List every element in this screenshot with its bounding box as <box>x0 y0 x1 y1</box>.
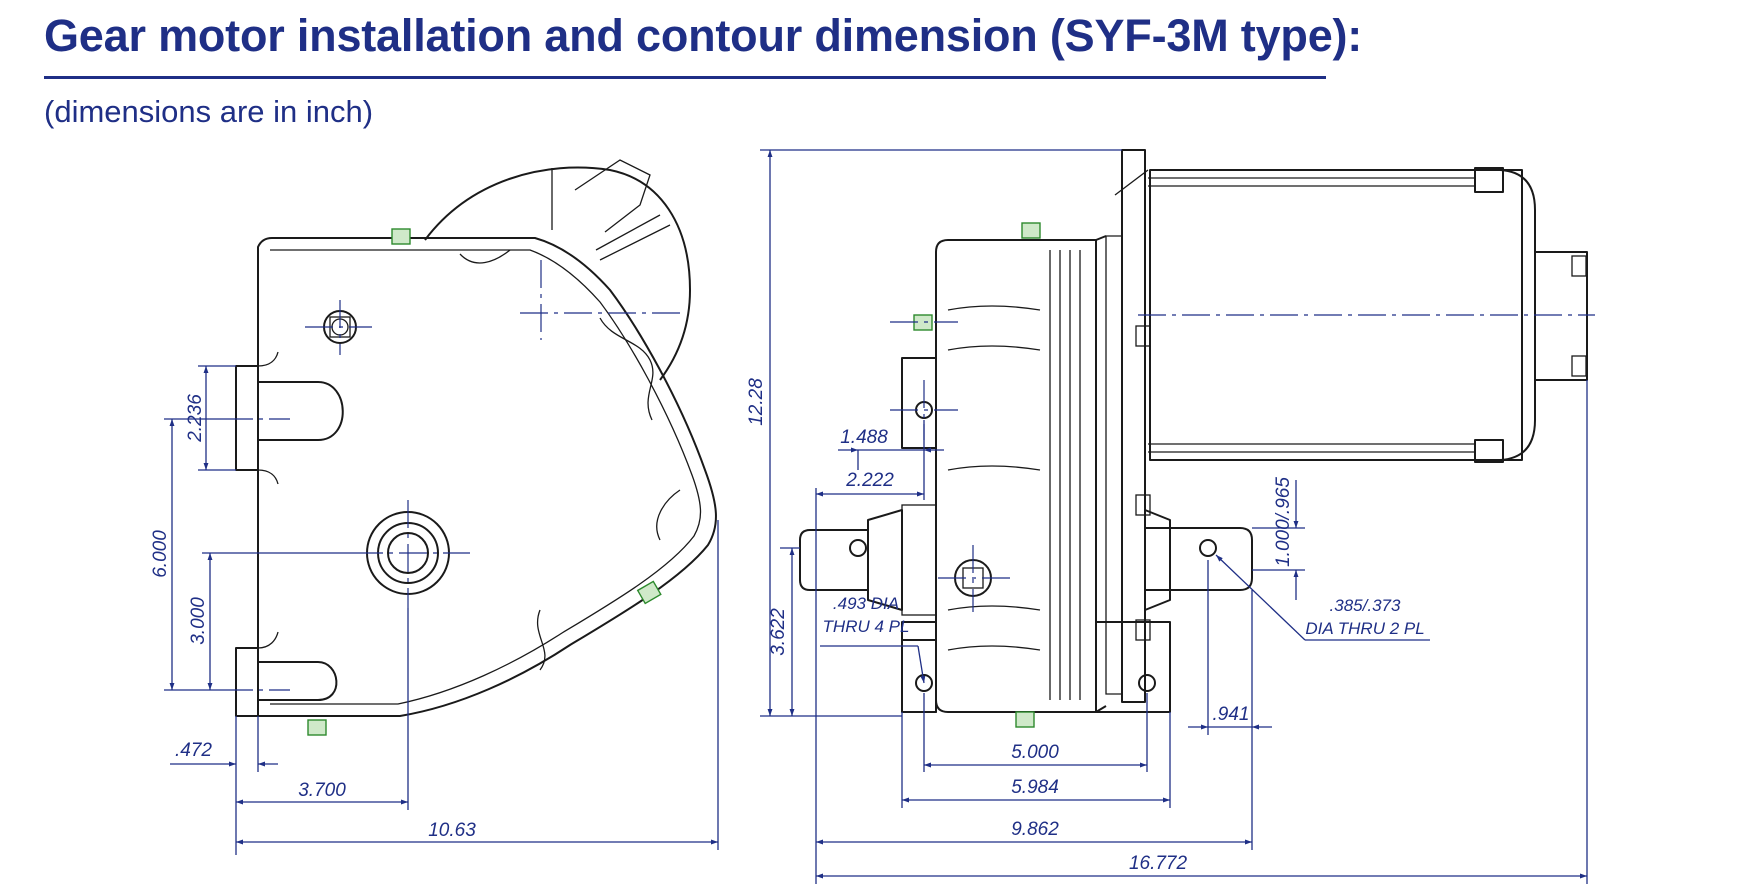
dim-5-000: 5.000 <box>1011 742 1059 763</box>
right-view-centerlines <box>890 314 1595 612</box>
dim-0-472: .472 <box>175 740 212 761</box>
dim-3-000: 3.000 <box>188 597 209 645</box>
dim-12-28: 12.28 <box>746 378 767 426</box>
right-view-outline <box>799 149 1588 728</box>
dim-3-700: 3.700 <box>298 780 346 801</box>
left-view-centerlines <box>225 260 685 691</box>
dim-1-488: 1.488 <box>840 427 888 448</box>
right-view-dimensions <box>760 149 1588 884</box>
left-view-outline <box>235 159 717 736</box>
note-hole-385-line1: .385/.373 <box>1330 596 1401 615</box>
dim-9-862: 9.862 <box>1011 819 1059 840</box>
dim-2-222: 2.222 <box>845 470 894 491</box>
dim-5-984: 5.984 <box>1011 777 1059 798</box>
left-view-dimensions <box>164 365 719 855</box>
units-note: (dimensions are in inch) <box>44 94 374 129</box>
dim-3-622: 3.622 <box>768 608 789 656</box>
dim-0-941: .941 <box>1213 704 1250 725</box>
dim-1-000-965: 1.000/.965 <box>1273 477 1294 567</box>
note-hole-385-line2: DIA THRU 2 PL <box>1305 619 1424 638</box>
dim-10-63: 10.63 <box>428 820 476 841</box>
note-hole-493-line1: .493 DIA <box>833 594 899 613</box>
page-title: Gear motor installation and contour dime… <box>44 10 1363 61</box>
dim-2-236: 2.236 <box>185 394 206 443</box>
note-hole-493-line2: THRU 4 PL <box>823 617 910 636</box>
dim-6-000: 6.000 <box>150 530 171 578</box>
dim-16-772: 16.772 <box>1129 853 1188 874</box>
title-underline <box>44 76 1326 79</box>
